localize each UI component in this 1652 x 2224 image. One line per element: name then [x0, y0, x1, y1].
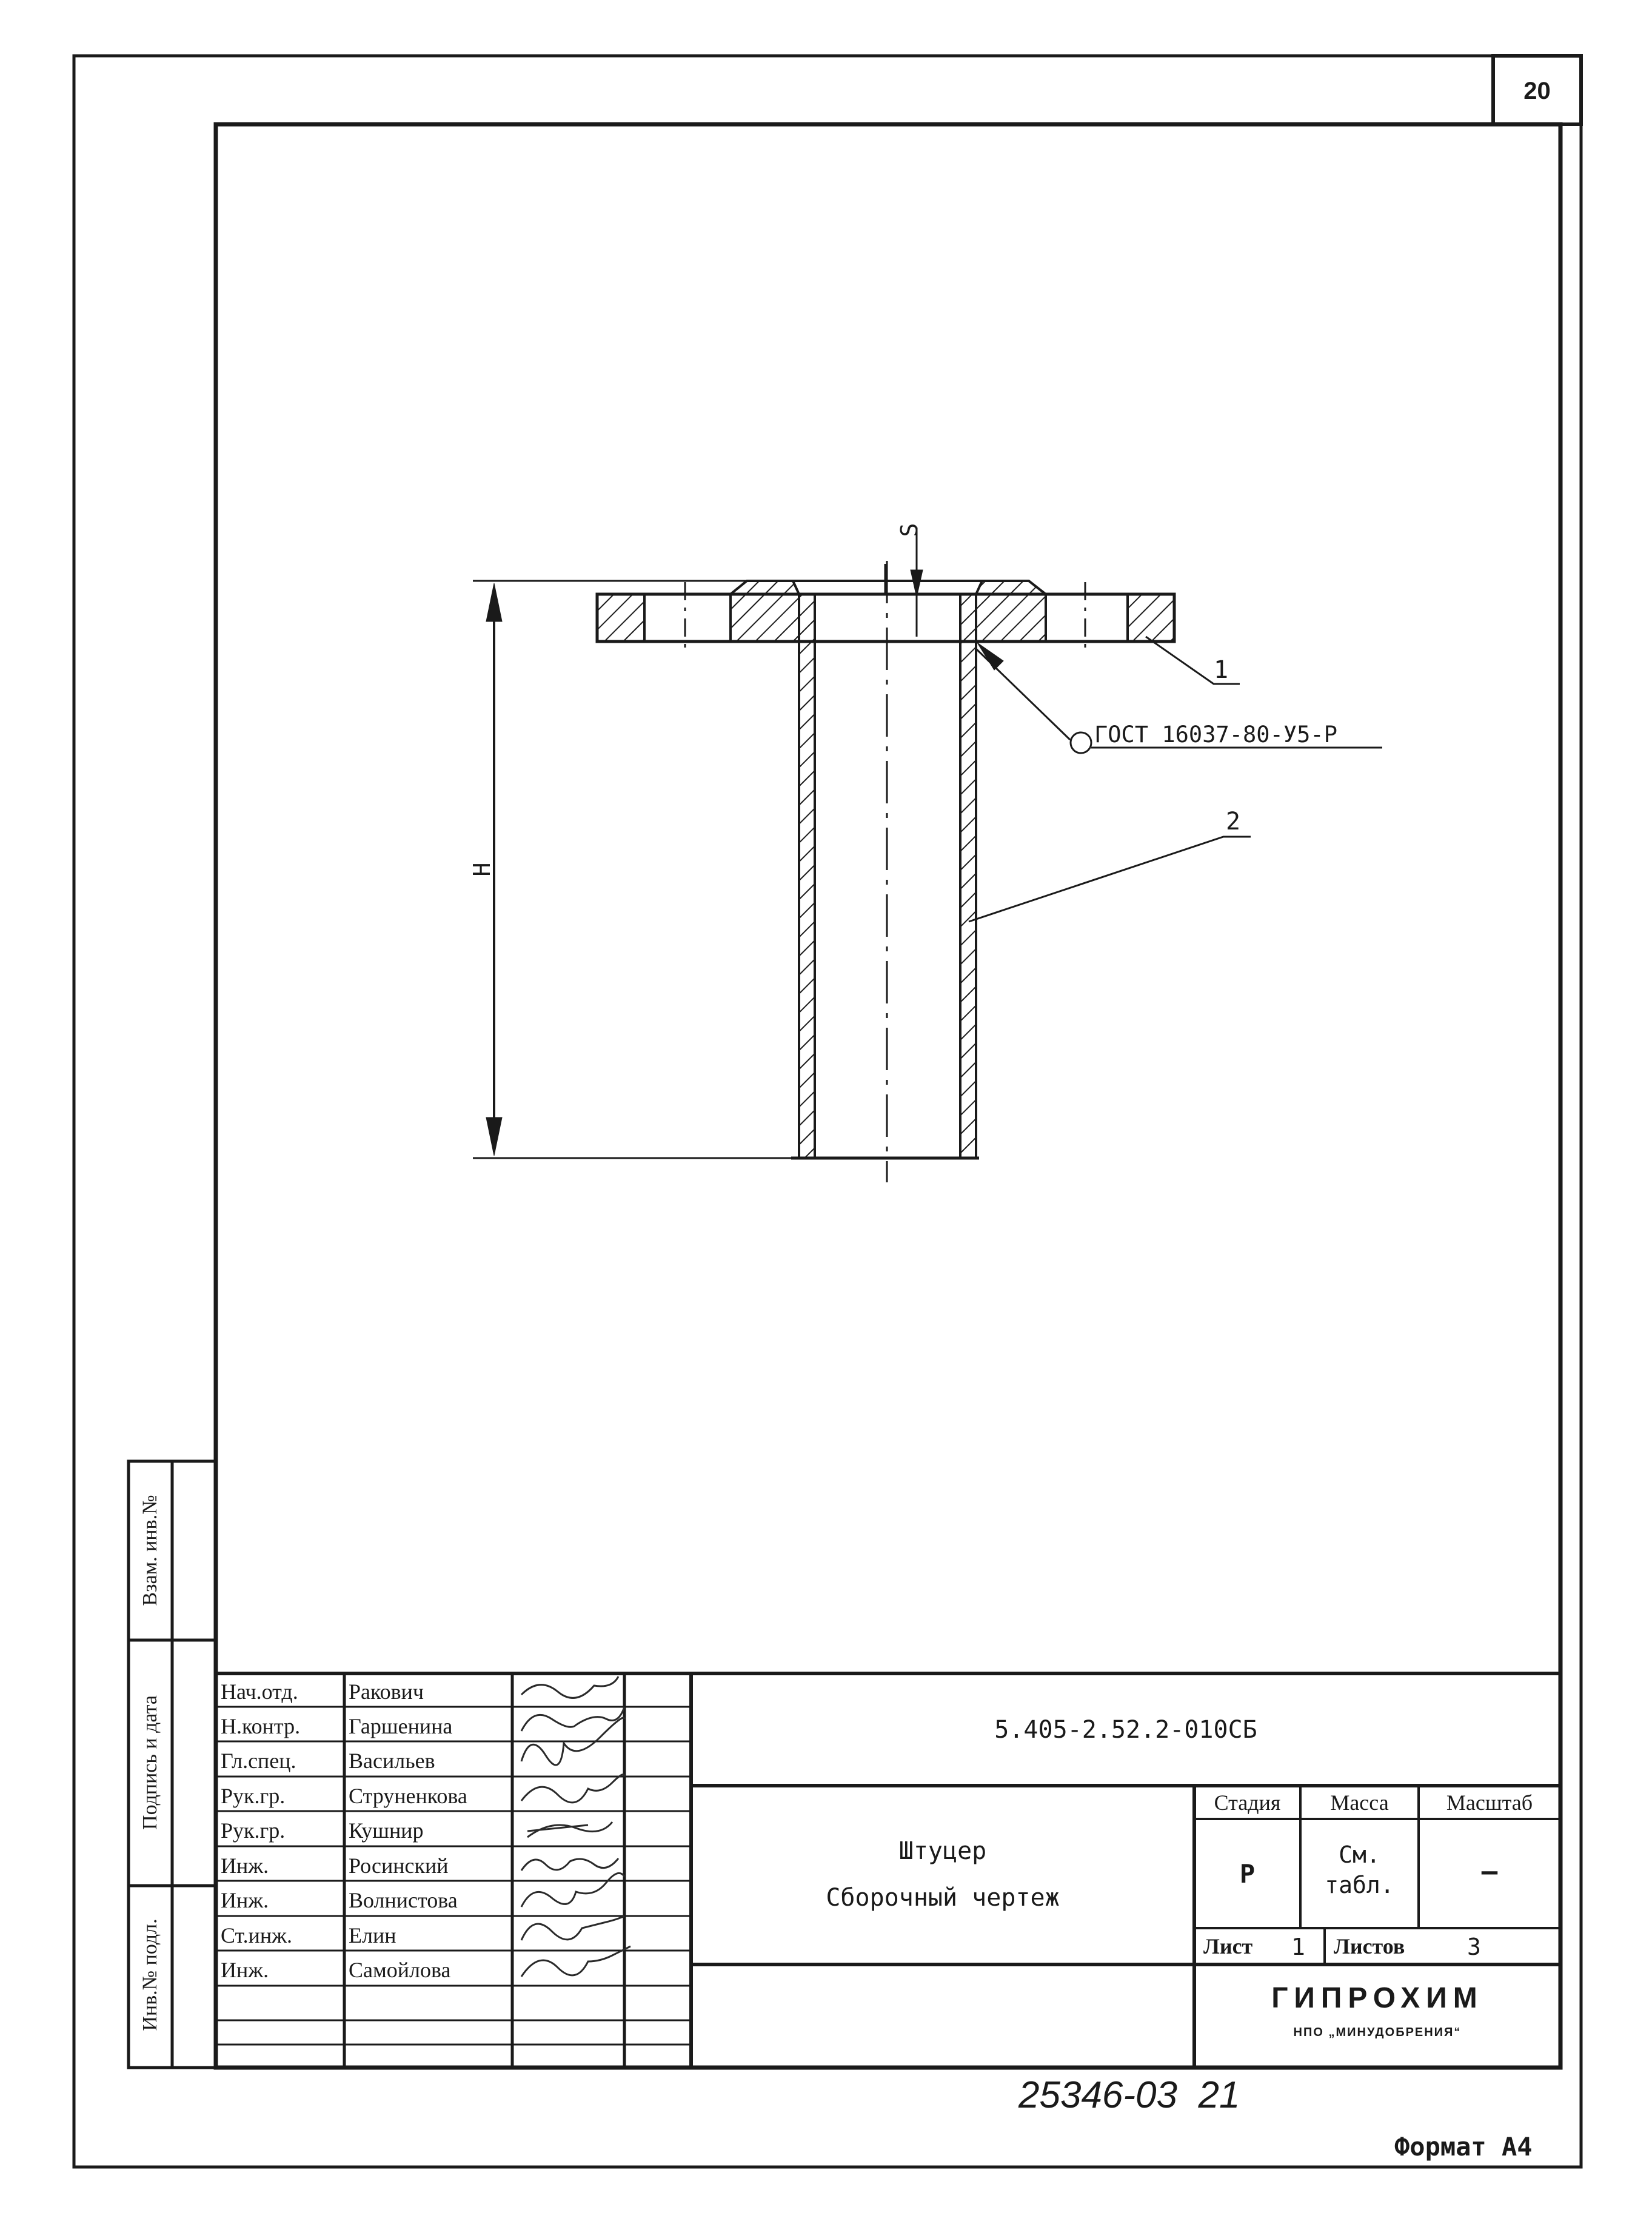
format-label: Формат А4	[1394, 2132, 1533, 2162]
sheet-label: Лист	[1203, 1934, 1253, 1958]
signature-name: Струненкова	[349, 1784, 467, 1808]
dimension-s-label: S	[896, 523, 923, 537]
organization-name: ГИПРОХИМ	[1271, 1982, 1483, 2014]
signature-name: Кушнир	[349, 1818, 424, 1843]
signature-role: Рук.гр.	[221, 1818, 286, 1843]
outer-frame	[72, 54, 1583, 2169]
organization-subtitle: НПО „МИНУДОБРЕНИЯ“	[1293, 2026, 1462, 2039]
signature-role: Инж.	[221, 1958, 269, 1982]
scale-header: Масштаб	[1446, 1790, 1533, 1815]
leader-label-1: 1	[1214, 656, 1229, 684]
signature-name: Росинский	[349, 1854, 449, 1878]
sheet-number-box	[1491, 54, 1583, 126]
signature-role: Инж.	[221, 1854, 269, 1878]
signature-name: Елин	[349, 1923, 396, 1948]
signature-name: Гаршенина	[349, 1714, 453, 1738]
signature-name: Васильев	[349, 1749, 435, 1773]
side-stamp-podpis-data: Подпись и дата	[139, 1695, 161, 1830]
mass-header: Масса	[1330, 1790, 1389, 1815]
signature-role: Рук.гр.	[221, 1784, 286, 1808]
signature-role: Н.контр.	[221, 1714, 301, 1738]
side-stamp-vzam-inv: Взам. инв.№	[139, 1495, 161, 1606]
signature-marks	[520, 1676, 631, 1977]
sheet-value: 1	[1291, 1934, 1305, 1960]
signature-name: Самойлова	[349, 1958, 451, 1982]
signature-role: Гл.спец.	[221, 1749, 296, 1773]
dimension-h-label: H	[469, 862, 495, 877]
inner-frame	[213, 122, 1563, 2070]
weld-standard-note: ГОСТ 16037-80-У5-Р	[1094, 722, 1337, 748]
mass-value-line1: См.	[1339, 1841, 1380, 1868]
nozzle-drawing	[473, 528, 1382, 1182]
signature-role: Инж.	[221, 1888, 269, 1912]
side-stamp-frame	[127, 1459, 218, 2069]
sheets-value: 3	[1467, 1934, 1481, 1960]
stage-header: Стадия	[1214, 1790, 1281, 1815]
handwritten-archive-number: 25346-03 21	[1018, 2074, 1240, 2116]
scale-value: –	[1481, 1856, 1498, 1887]
stage-value: Р	[1239, 1859, 1256, 1889]
document-code: 5.405-2.52.2-010СБ	[994, 1716, 1257, 1744]
drawing-title: Штуцер	[898, 1837, 987, 1865]
mass-value-line2: табл.	[1325, 1872, 1394, 1898]
signature-name: Волнистова	[349, 1888, 458, 1912]
side-stamp-inv-podl: Инв.№ подл.	[139, 1918, 161, 2031]
signature-name: Ракович	[349, 1680, 424, 1704]
signature-role: Ст.инж.	[221, 1923, 292, 1948]
title-block-frame	[216, 1672, 1560, 2068]
signature-role: Нач.отд.	[221, 1680, 298, 1704]
drawing-subtitle: Сборочный чертеж	[826, 1884, 1060, 1912]
leader-label-2: 2	[1226, 808, 1241, 836]
sheet-number: 20	[1523, 78, 1551, 104]
sheets-label: Листов	[1334, 1934, 1405, 1958]
